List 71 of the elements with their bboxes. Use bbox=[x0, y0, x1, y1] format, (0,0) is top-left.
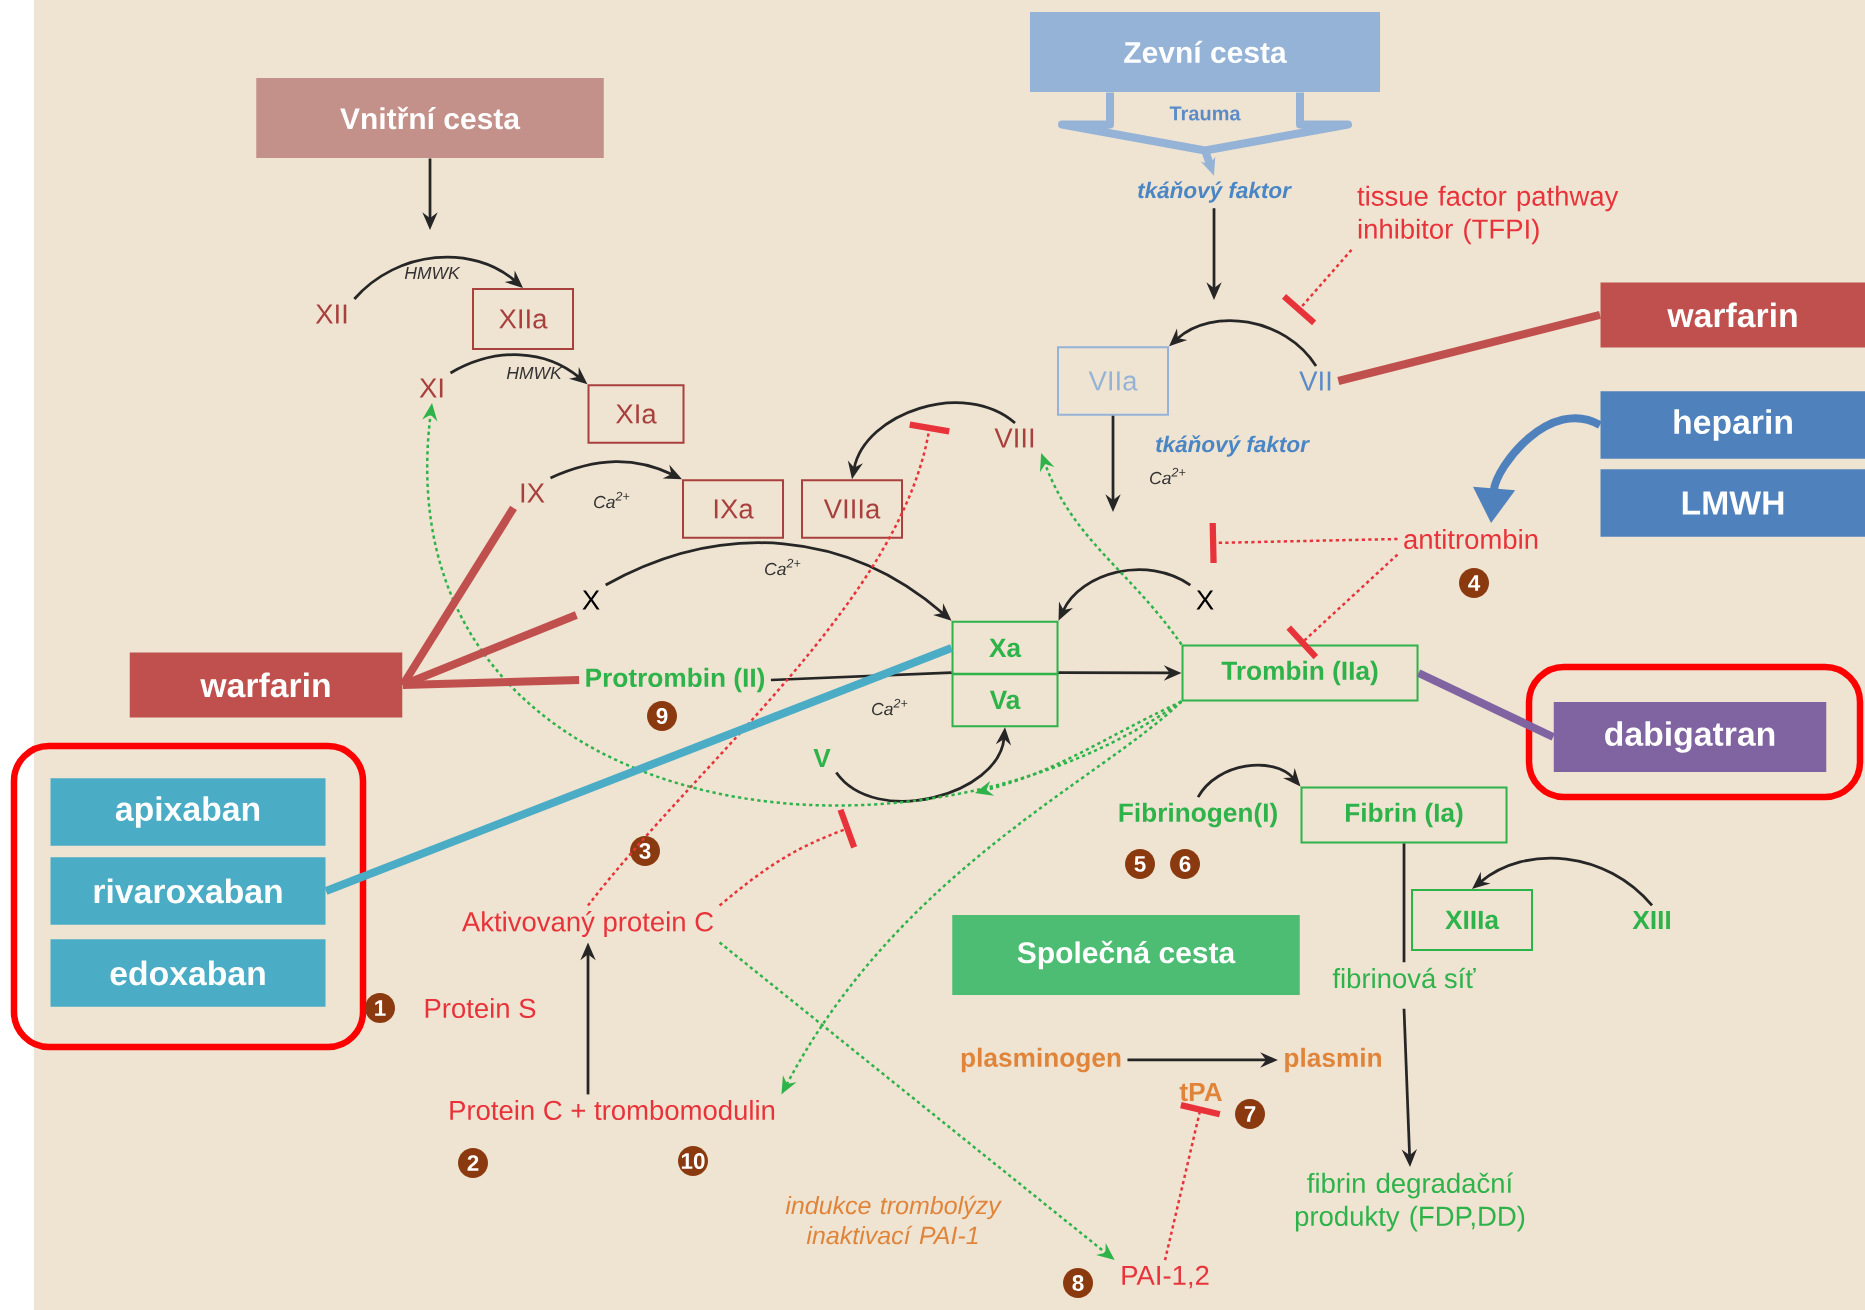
callout-number: 9 bbox=[647, 701, 677, 731]
factor-label: IX bbox=[521, 483, 545, 503]
factor-label: fibrinová síť bbox=[1332, 967, 1476, 989]
factor-label: X bbox=[1196, 590, 1214, 610]
factor-label: tkáňový faktor bbox=[1138, 181, 1292, 203]
factor-box: Va bbox=[951, 672, 1059, 728]
inhibition-line bbox=[587, 421, 950, 907]
callout-number: 5 bbox=[1125, 849, 1155, 879]
connector-line bbox=[1337, 311, 1601, 385]
callout-number: 2 bbox=[458, 1148, 488, 1178]
factor-box: VIIa bbox=[1057, 346, 1169, 416]
drug-box: edoxaban bbox=[50, 939, 326, 1007]
pathway-box: Vnitřní cesta bbox=[256, 78, 604, 158]
inhibition-line bbox=[1163, 1102, 1221, 1261]
factor-box: Trombin (IIa) bbox=[1181, 644, 1419, 702]
drug-box: heparin bbox=[1600, 391, 1865, 459]
factor-label: PAI-1,2 bbox=[1122, 1265, 1209, 1289]
factor-box: XIa bbox=[587, 384, 685, 444]
connector-line bbox=[1416, 669, 1555, 741]
callout-number: 7 bbox=[1235, 1099, 1265, 1129]
factor-label: XI bbox=[419, 378, 443, 398]
factor-label: fibrin degradační produkty (FDP,DD) bbox=[1295, 1172, 1525, 1232]
factor-box: Fibrin (Ia) bbox=[1300, 786, 1508, 844]
drug-box: dabigatran bbox=[1553, 702, 1827, 772]
note-label: indukce trombolýzy inaktivací PAI-1 bbox=[785, 1195, 1002, 1245]
cofactor-label: Ca$^{2+}$ bbox=[765, 558, 801, 576]
cofactor-label: HMWK bbox=[506, 367, 563, 379]
callout-number: 6 bbox=[1170, 849, 1200, 879]
factor-box: IXa bbox=[682, 479, 784, 539]
factor-label: plasminogen bbox=[961, 1047, 1121, 1073]
connector-line bbox=[399, 505, 517, 688]
inhibitor-label: tissue factor pathway inhibitor (TFPI) bbox=[1357, 185, 1619, 245]
factor-label: tkáňový faktor bbox=[1156, 435, 1310, 457]
factor-label: Protein S bbox=[425, 997, 536, 1019]
drug-box: rivaroxaban bbox=[50, 857, 326, 925]
factor-label: V bbox=[813, 749, 831, 768]
factor-label: VII bbox=[1299, 371, 1331, 391]
callout-number: 10 bbox=[678, 1146, 708, 1176]
factor-label: plasmin bbox=[1285, 1047, 1381, 1073]
pathway-box: Zevní cesta bbox=[1030, 12, 1380, 92]
drug-box: warfarin bbox=[129, 652, 403, 718]
pathway-box: Společná cesta bbox=[952, 915, 1300, 995]
callout-number: 8 bbox=[1063, 1268, 1093, 1298]
callout-number: 3 bbox=[630, 836, 660, 866]
inhibitor-label: antitrombin bbox=[1404, 528, 1538, 550]
factor-label: tPA bbox=[1179, 1082, 1222, 1102]
cofactor-label: Ca$^{2+}$ bbox=[594, 491, 630, 509]
connector-line bbox=[770, 671, 952, 682]
factor-box: VIIIa bbox=[801, 479, 903, 539]
factor-label: Protrombin (II) bbox=[586, 667, 765, 693]
beside-label: Trauma bbox=[1169, 106, 1241, 121]
connector-line bbox=[1402, 843, 1406, 963]
factor-label: XII bbox=[315, 304, 347, 324]
factor-box: XIIIa bbox=[1411, 889, 1533, 951]
factor-label: Fibrinogen(I) bbox=[1119, 802, 1277, 828]
cofactor-label: Ca$^{2+}$ bbox=[872, 698, 908, 716]
cofactor-label: Ca$^{2+}$ bbox=[1150, 467, 1186, 485]
factor-label: X bbox=[582, 590, 600, 610]
cofactor-label: HMWK bbox=[404, 267, 461, 279]
factor-box: XIIa bbox=[472, 288, 574, 350]
connector-line bbox=[324, 644, 953, 895]
drug-box: LMWH bbox=[1600, 469, 1865, 537]
factor-label: Protein C + trombomodulin bbox=[450, 1099, 775, 1121]
factor-box: Xa bbox=[951, 620, 1059, 676]
callout-number: 1 bbox=[365, 993, 395, 1023]
drug-box: apixaban bbox=[50, 778, 326, 846]
factor-label: VIII bbox=[994, 428, 1034, 448]
factor-label: Aktivovaný protein C bbox=[461, 911, 713, 937]
factor-label: XIII bbox=[1632, 911, 1670, 930]
callout-number: 4 bbox=[1459, 568, 1489, 598]
drug-box: warfarin bbox=[1600, 282, 1865, 348]
